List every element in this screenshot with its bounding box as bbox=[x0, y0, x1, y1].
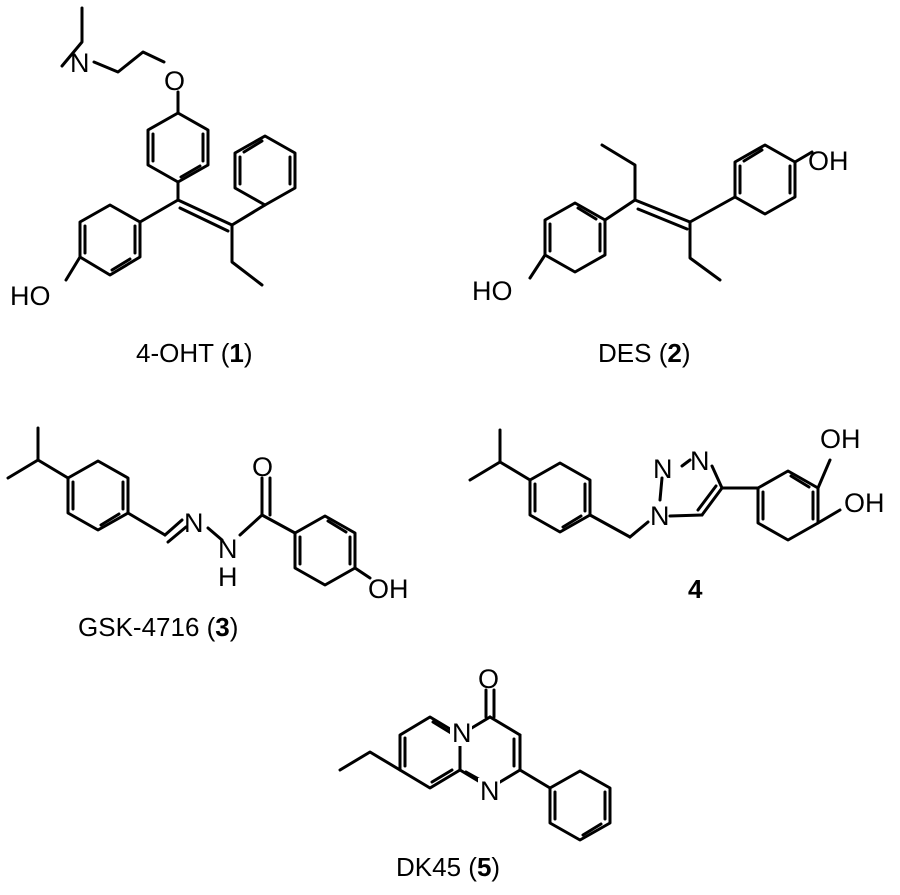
atom-n-ring: N bbox=[480, 776, 500, 806]
bond-isopropyl bbox=[468, 460, 532, 482]
atom-n1: N bbox=[650, 501, 670, 531]
atom-nh-n: N bbox=[218, 534, 238, 564]
atom-n-bridge: N bbox=[452, 718, 472, 748]
bond-ethyl-top bbox=[600, 143, 637, 202]
caption-number: 5 bbox=[476, 852, 492, 882]
atom-n-imine: N bbox=[184, 508, 204, 538]
bond-triazole bbox=[658, 476, 664, 502]
ring-top-phenyl bbox=[146, 111, 210, 184]
atom-oh: OH bbox=[368, 574, 409, 604]
ring-left-phenol bbox=[543, 201, 607, 274]
caption-compound-2: DES (2) bbox=[598, 338, 691, 368]
caption-name: DK45 bbox=[396, 852, 462, 882]
bond-nme2 bbox=[60, 6, 84, 68]
ring-phenyl bbox=[548, 769, 612, 842]
atom-oh-2: OH bbox=[844, 488, 885, 518]
structure-4-oht: N O HO bbox=[10, 6, 297, 311]
caption-name: DES bbox=[598, 338, 652, 368]
structure-dk45: N N O bbox=[338, 664, 612, 842]
atom-o: O bbox=[164, 66, 185, 96]
ring-phenol bbox=[293, 514, 357, 587]
bond-ethyl bbox=[338, 750, 402, 772]
structure-des: OH HO bbox=[472, 143, 849, 306]
atom-ho: HO bbox=[472, 276, 513, 306]
caption-name: GSK-4716 bbox=[78, 612, 200, 642]
bond-alkene bbox=[633, 198, 692, 224]
caption-number: 4 bbox=[688, 574, 703, 604]
caption-number: 2 bbox=[667, 338, 682, 368]
caption-number: 3 bbox=[215, 612, 230, 642]
caption-compound-4: 4 bbox=[688, 574, 702, 605]
ring-left-phenol bbox=[78, 203, 142, 277]
atom-n2: N bbox=[653, 454, 673, 484]
atom-oh: OH bbox=[808, 146, 849, 176]
bond-imine bbox=[163, 518, 184, 537]
ring-right-phenyl bbox=[233, 134, 297, 207]
structure-gsk-4716: N N H O OH bbox=[6, 426, 409, 604]
structure-compound-4: N N N OH OH bbox=[468, 424, 885, 542]
atom-nh-h: H bbox=[218, 562, 238, 592]
bond-isopropyl bbox=[6, 458, 70, 480]
caption-compound-3: GSK-4716 (3) bbox=[78, 612, 239, 642]
ring-cumyl bbox=[528, 461, 592, 534]
caption-name: 4-OHT bbox=[136, 338, 214, 368]
bond-ethyl-bottom bbox=[688, 220, 722, 282]
ring-catechol bbox=[756, 469, 820, 542]
ring-cumyl bbox=[66, 459, 130, 532]
caption-compound-5: DK45 (5) bbox=[396, 852, 501, 882]
atom-o: O bbox=[252, 452, 273, 482]
atom-o: O bbox=[478, 664, 499, 694]
bond-alkene bbox=[176, 198, 234, 227]
caption-number: 1 bbox=[229, 338, 244, 368]
atom-ho: HO bbox=[10, 281, 51, 311]
ring-right-phenol bbox=[733, 143, 797, 216]
atom-n: N bbox=[70, 48, 90, 78]
atom-oh-1: OH bbox=[820, 424, 861, 454]
atom-n3: N bbox=[690, 446, 710, 476]
bond-ethyl bbox=[230, 223, 264, 287]
bond-chain bbox=[92, 50, 166, 74]
caption-compound-1: 4-OHT (1) bbox=[136, 338, 253, 368]
